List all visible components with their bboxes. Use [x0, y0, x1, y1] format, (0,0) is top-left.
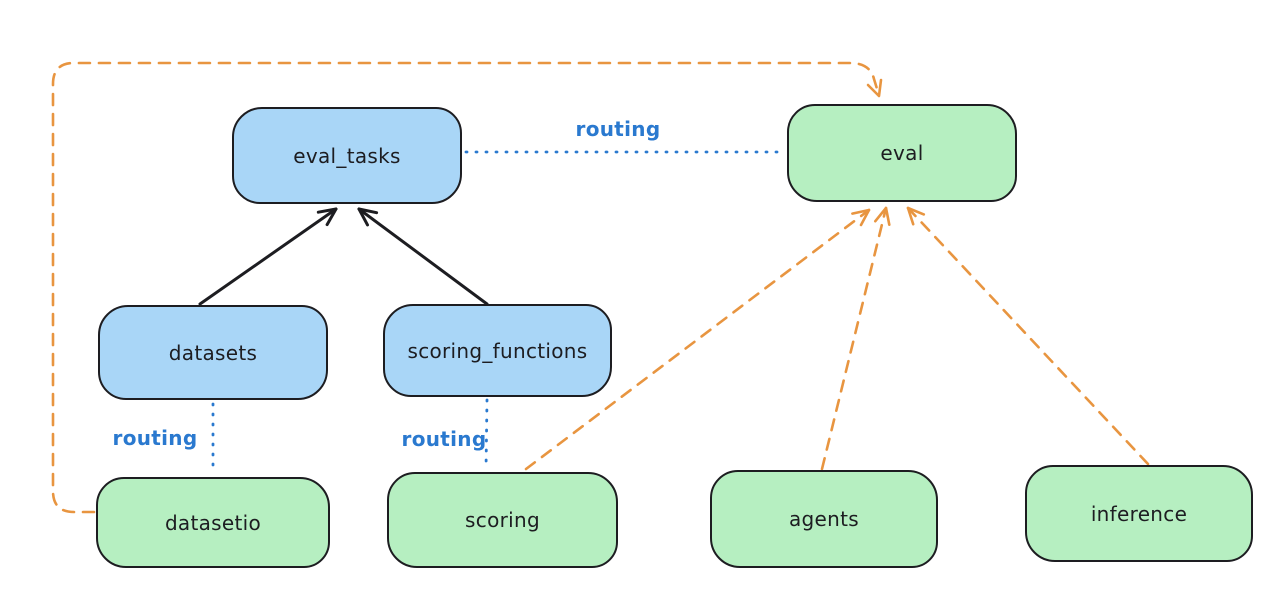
node-scoring-functions-label: scoring_functions: [407, 338, 588, 363]
node-inference: inference: [1025, 465, 1253, 562]
node-datasetio-label: datasetio: [164, 510, 262, 535]
node-datasets: datasets: [98, 305, 328, 400]
edge-datasetio-to-eval: [51, 61, 883, 514]
edge-scoring-functions-to-eval-tasks: [357, 207, 489, 306]
node-scoring-functions: scoring_functions: [383, 304, 612, 397]
edge-scoring-functions-to-scoring-routing: [484, 398, 489, 471]
edge-inference-to-eval: [906, 206, 1150, 466]
node-datasetio: datasetio: [96, 477, 330, 568]
node-scoring: scoring: [387, 472, 618, 568]
edge-label-routing-scoring-functions-scoring: routing: [401, 427, 487, 451]
node-datasets-label: datasets: [168, 340, 258, 365]
edge-label-routing-datasets-datasetio: routing: [112, 426, 198, 450]
edge-scoring-to-eval: [524, 208, 871, 471]
node-eval-label: eval: [880, 141, 924, 165]
node-eval: eval: [787, 104, 1017, 202]
edge-agents-to-eval: [820, 206, 891, 471]
node-agents: agents: [710, 470, 938, 568]
edge-label-routing-eval-tasks-eval: routing: [575, 117, 661, 141]
node-scoring-label: scoring: [465, 508, 540, 532]
node-eval-tasks-label: eval_tasks: [293, 143, 401, 168]
node-eval-tasks: eval_tasks: [232, 107, 462, 204]
edge-datasets-to-eval-tasks: [198, 207, 338, 306]
node-agents-label: agents: [789, 507, 859, 531]
node-inference-label: inference: [1090, 501, 1188, 526]
